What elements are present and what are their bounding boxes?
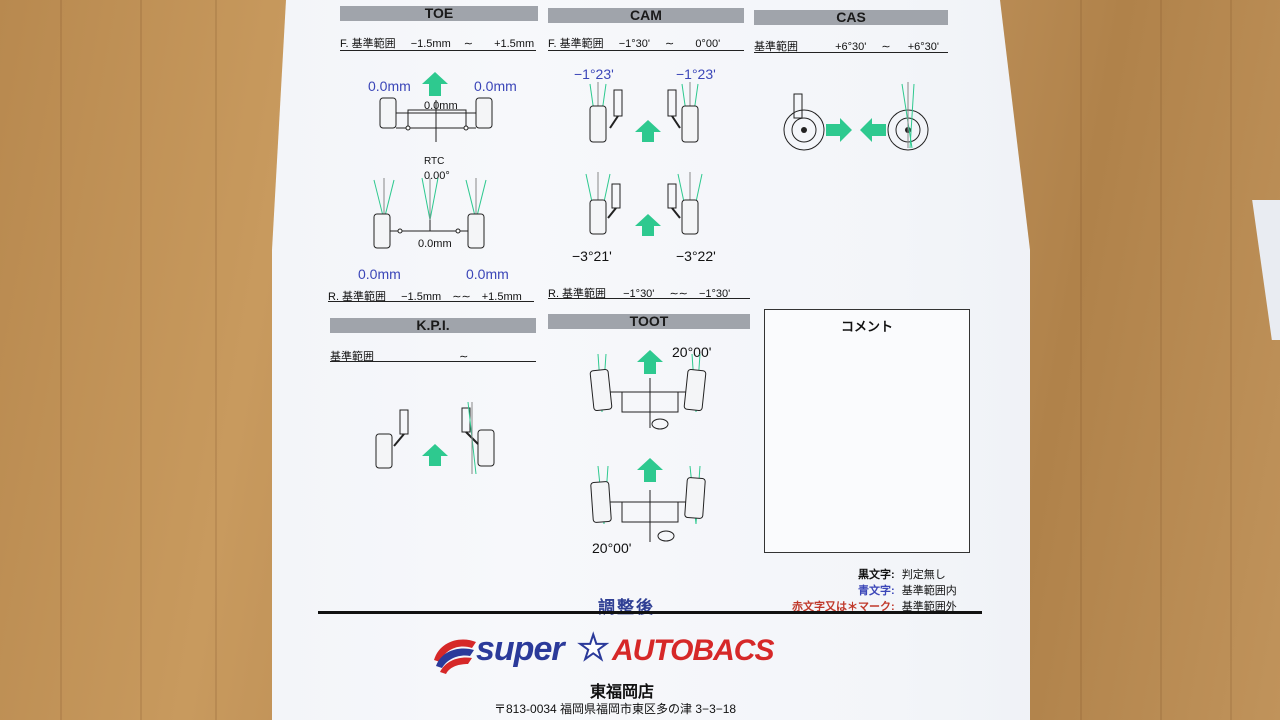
- cas-range-max: +6°30': [907, 41, 939, 53]
- cam-header: CAM: [548, 8, 744, 23]
- cam-rear-range-max: −1°30': [698, 288, 731, 300]
- cam-rear-right-value: −3°22': [676, 248, 716, 264]
- toe-rear-right-value: 0.0mm: [466, 266, 509, 282]
- toe-rear-range-min: −1.5mm: [401, 291, 442, 303]
- cas-range: 基準範囲 +6°30' ∼ +6°30': [754, 38, 939, 54]
- legend-blue-text: 基準範囲内: [901, 585, 957, 597]
- toe-rear-range-label: R. 基準範囲: [328, 291, 387, 303]
- toot-top-diagram: [589, 350, 707, 430]
- toot-bottom-diagram: [590, 458, 706, 542]
- cam-rear-range-label: R. 基準範囲: [548, 288, 607, 300]
- cam-front-arrow: [635, 120, 661, 142]
- cam-front-right-value: −1°23': [676, 66, 716, 82]
- kpi-range: 基準範囲 ∼: [330, 348, 468, 364]
- cam-rear-range-underline: [548, 298, 750, 299]
- legend-black-text: 判定無し: [901, 569, 946, 581]
- toe-front-range-label: F. 基準範囲: [340, 38, 396, 50]
- cam-front-range-label: F. 基準範囲: [548, 38, 604, 50]
- kpi-range-label: 基準範囲: [330, 351, 374, 363]
- legend-red: 赤文字又は＊マーク: 基準範囲外: [792, 598, 957, 614]
- legend-red-text: 基準範囲外: [901, 601, 957, 613]
- legend-blue: 青文字: 基準範囲内: [858, 582, 957, 598]
- toe-front-total-value: 0.0mm: [424, 100, 458, 112]
- cas-range-underline: [754, 52, 948, 53]
- toe-rear-range: R. 基準範囲 −1.5mm ∼∼ +1.5mm: [328, 288, 522, 304]
- toe-rear-range-max: +1.5mm: [481, 291, 522, 303]
- legend-black-key: 黒文字:: [858, 569, 895, 581]
- cam-rear-range-sep: ∼∼: [669, 288, 688, 300]
- kpi-range-sep: ∼: [459, 351, 469, 363]
- cas-range-label: 基準範囲: [754, 41, 798, 53]
- toe-front-range: F. 基準範囲 −1.5mm ∼ +1.5mm: [340, 35, 534, 51]
- cas-diagram: [783, 82, 929, 151]
- cam-front-range: F. 基準範囲 −1°30' ∼ 0°00': [548, 35, 720, 51]
- toe-front-range-max: +1.5mm: [494, 38, 535, 50]
- cas-range-min: +6°30': [835, 41, 867, 53]
- toe-front-right-value: 0.0mm: [474, 78, 517, 94]
- cas-header: CAS: [754, 10, 948, 25]
- brand-emblem-icon: [434, 639, 476, 674]
- toe-front-diagram: [379, 72, 493, 142]
- toot-top-arrow: [637, 350, 663, 374]
- cam-front-range-underline: [548, 50, 744, 51]
- toe-rear-range-sep: ∼∼: [452, 291, 471, 303]
- toe-rear-range-underline: [328, 301, 534, 302]
- paper-edge: [1252, 200, 1280, 340]
- toe-front-range-min: −1.5mm: [410, 38, 451, 50]
- toe-front-left-value: 0.0mm: [368, 78, 411, 94]
- toe-rear-diagram: [373, 177, 487, 249]
- toe-header: TOE: [340, 6, 538, 21]
- cam-rear-range: R. 基準範囲 −1°30' ∼∼ −1°30': [548, 285, 730, 301]
- toe-front-arrow: [422, 72, 448, 96]
- cas-arrow-left: [860, 118, 886, 142]
- store-address: 〒813-0034 福岡県福岡市東区多の津 3−3−18: [494, 702, 737, 716]
- kpi-arrow: [422, 444, 448, 466]
- cas-range-sep: ∼: [881, 41, 891, 53]
- footer-divider: [318, 611, 982, 614]
- kpi-range-underline: [330, 361, 536, 362]
- cam-rear-range-min: −1°30': [623, 288, 655, 300]
- cam-front-left-value: −1°23': [574, 66, 614, 82]
- brand-logo: super ★ AUTOBACS: [432, 628, 812, 676]
- store-name: 東福岡店: [590, 684, 655, 701]
- toe-rtc-label: RTC: [424, 156, 445, 167]
- toot-header: TOOT: [548, 314, 750, 329]
- cam-rear-diagram: [585, 172, 703, 236]
- toe-front-range-underline: [340, 50, 536, 51]
- kpi-header: K.P.I.: [330, 318, 536, 333]
- comment-box: コメント: [764, 309, 970, 553]
- cam-front-diagram: [589, 82, 699, 143]
- cam-rear-left-value: −3°21': [572, 248, 612, 264]
- footer-title: 調整後: [598, 598, 655, 617]
- legend-red-key: 赤文字又は＊マーク:: [792, 601, 895, 613]
- toe-front-range-sep: ∼: [463, 38, 474, 50]
- toe-rear-total-value: 0.0mm: [418, 238, 452, 250]
- comment-title: コメント: [840, 319, 893, 334]
- cam-front-range-max: 0°00': [695, 38, 721, 50]
- cam-front-range-min: −1°30': [618, 38, 650, 50]
- legend-blue-key: 青文字:: [858, 585, 895, 597]
- brand-text-super: super: [476, 630, 565, 668]
- brand-text-autobacs: AUTOBACS: [612, 634, 774, 667]
- cam-rear-arrow: [635, 214, 661, 236]
- toot-bottom-arrow: [637, 458, 663, 482]
- toot-bottom-value: 20°00': [592, 540, 632, 556]
- kpi-diagram: [375, 401, 495, 475]
- legend-black: 黒文字: 判定無し: [858, 566, 946, 582]
- cas-arrow-right: [826, 118, 852, 142]
- brand-star-icon: ★: [577, 628, 610, 668]
- toe-rear-left-value: 0.0mm: [358, 266, 401, 282]
- cam-front-range-sep: ∼: [665, 38, 675, 50]
- toot-top-value: 20°00': [672, 344, 712, 360]
